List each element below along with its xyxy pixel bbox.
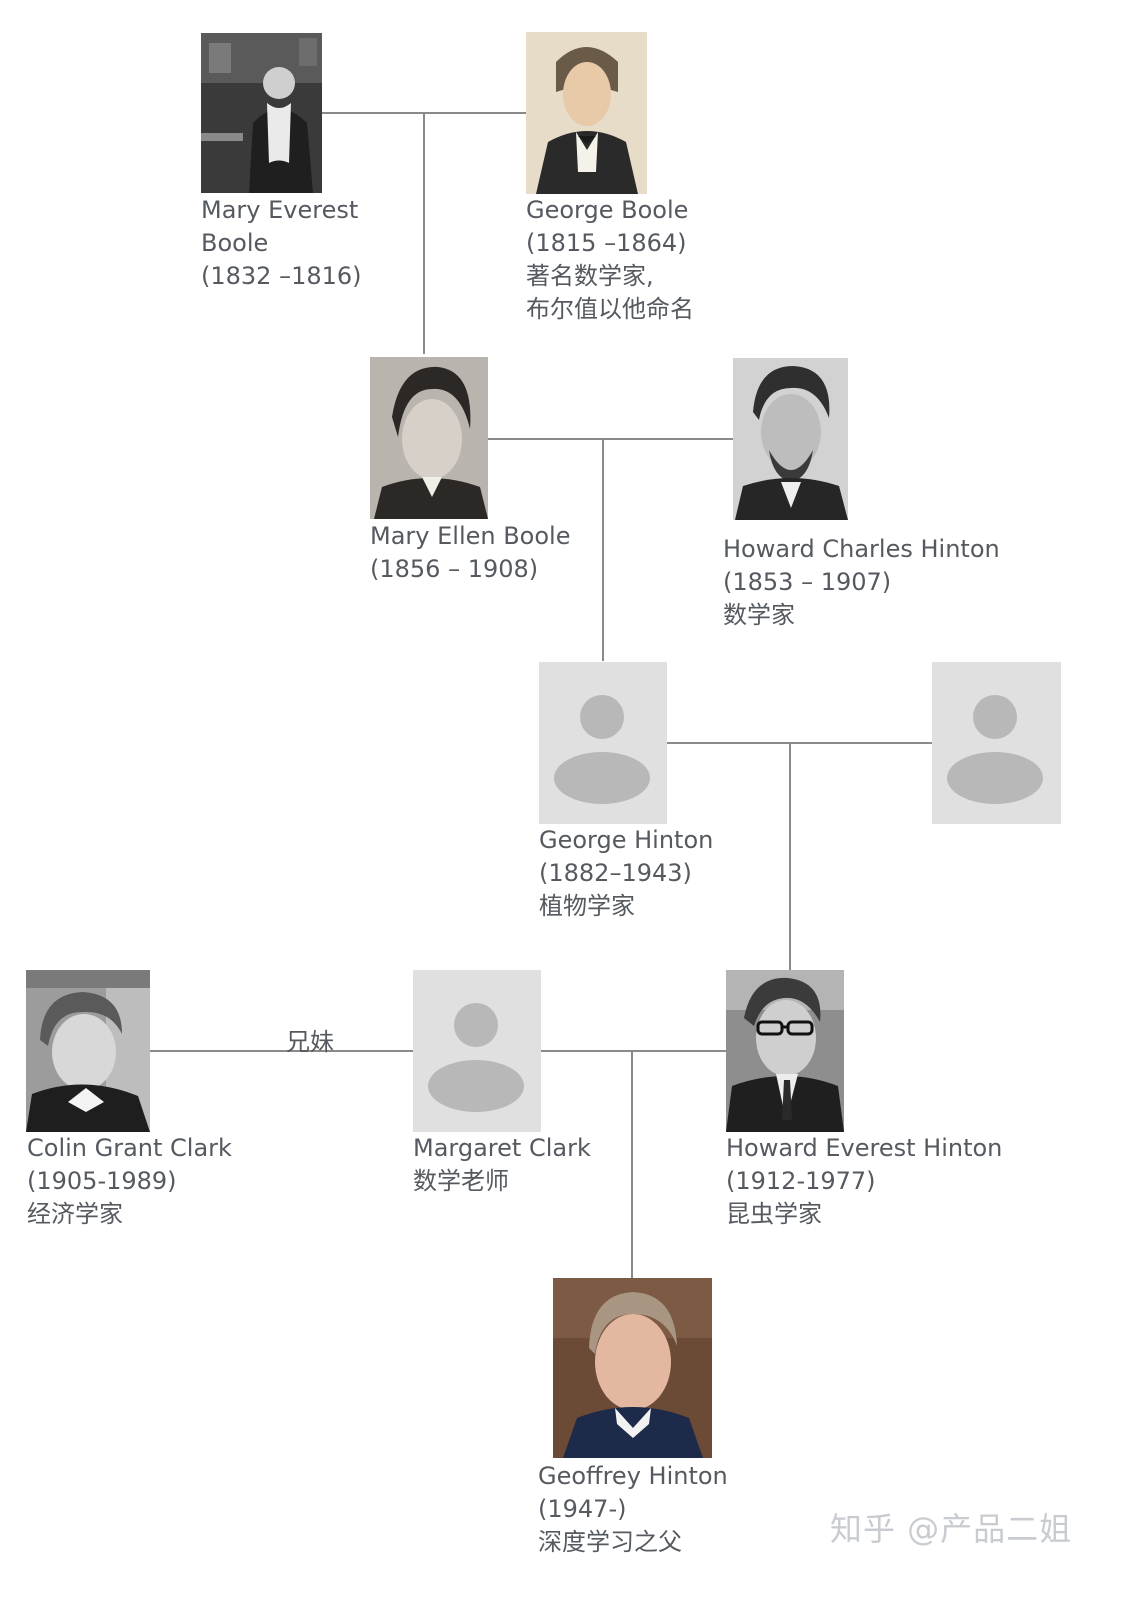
dates-line: (1853 – 1907) [723, 568, 892, 596]
sibling-relation-label: 兄妹 [286, 1028, 334, 1056]
dates-line: (1856 – 1908) [370, 555, 539, 583]
howard-everest-hinton-photo [726, 970, 844, 1132]
colin-grant-clark-label: Colin Grant Clark (1905-1989) 经济学家 [27, 1132, 232, 1231]
geoffrey-hinton-label: Geoffrey Hinton (1947-) 深度学习之父 [538, 1460, 728, 1559]
description-line: 数学老师 [413, 1167, 509, 1195]
mary-ellen-boole-photo [370, 357, 488, 519]
description-line: 深度学习之父 [538, 1528, 682, 1556]
mary-ellen-boole-label: Mary Ellen Boole (1856 – 1908) [370, 520, 570, 586]
description-line: 数学家 [723, 601, 795, 629]
name-line: Colin Grant Clark [27, 1134, 232, 1162]
person-silhouette-icon [932, 662, 1061, 824]
dates-line: (1905-1989) [27, 1167, 177, 1195]
margaret-clark-label: Margaret Clark 数学老师 [413, 1132, 591, 1198]
marriage-line-george-hinton [667, 742, 932, 744]
howard-charles-hinton-label: Howard Charles Hinton (1853 – 1907) 数学家 [723, 533, 1000, 632]
geoffrey-hinton-photo [553, 1278, 712, 1458]
george-hinton-avatar-placeholder [539, 662, 667, 824]
unknown-spouse-avatar-placeholder [932, 662, 1061, 824]
dates-line: (1832 –1816) [201, 262, 362, 290]
descent-line-george-hinton [789, 742, 791, 971]
watermark: 知乎 @产品二姐 [830, 1510, 1073, 1548]
george-hinton-label: George Hinton (1882–1943) 植物学家 [539, 824, 713, 923]
name-line: Howard Charles Hinton [723, 535, 1000, 563]
marriage-line-hinton-boole [488, 438, 733, 440]
mary-everest-boole-label: Mary Everest Boole (1832 –1816) [201, 194, 362, 293]
descent-line-boole [423, 112, 425, 354]
george-boole-label: George Boole (1815 –1864) 著名数学家, 布尔值以他命名 [526, 194, 694, 326]
description-line: 著名数学家, [526, 262, 654, 290]
name-line: Howard Everest Hinton [726, 1134, 1003, 1162]
colin-grant-clark-photo [26, 970, 150, 1132]
person-silhouette-icon [539, 662, 667, 824]
name-line: George Hinton [539, 826, 714, 854]
description-line: 植物学家 [539, 892, 635, 920]
name-line: Mary Ellen Boole [370, 522, 571, 550]
mary-everest-boole-photo [201, 33, 322, 193]
dates-line: (1882–1943) [539, 859, 692, 887]
descent-line-hinton-boole [602, 438, 604, 661]
name-line: Geoffrey Hinton [538, 1462, 728, 1490]
person-silhouette-icon [413, 970, 541, 1132]
name-line: Boole [201, 229, 269, 257]
howard-everest-hinton-label: Howard Everest Hinton (1912-1977) 昆虫学家 [726, 1132, 1002, 1231]
dates-line: (1912-1977) [726, 1167, 876, 1195]
name-line: Margaret Clark [413, 1134, 591, 1162]
margaret-clark-avatar-placeholder [413, 970, 541, 1132]
george-boole-photo [526, 32, 647, 194]
dates-line: (1947-) [538, 1495, 627, 1523]
name-line: Mary Everest [201, 196, 359, 224]
descent-line-geoffrey [631, 1050, 633, 1278]
name-line: George Boole [526, 196, 689, 224]
description-line: 经济学家 [27, 1200, 123, 1228]
dates-line: (1815 –1864) [526, 229, 687, 257]
description-line: 昆虫学家 [726, 1200, 822, 1228]
sibling-line-clark [150, 1050, 413, 1052]
marriage-line-howard-margaret [541, 1050, 726, 1052]
howard-charles-hinton-photo [733, 358, 848, 520]
description-line: 布尔值以他命名 [526, 295, 694, 323]
